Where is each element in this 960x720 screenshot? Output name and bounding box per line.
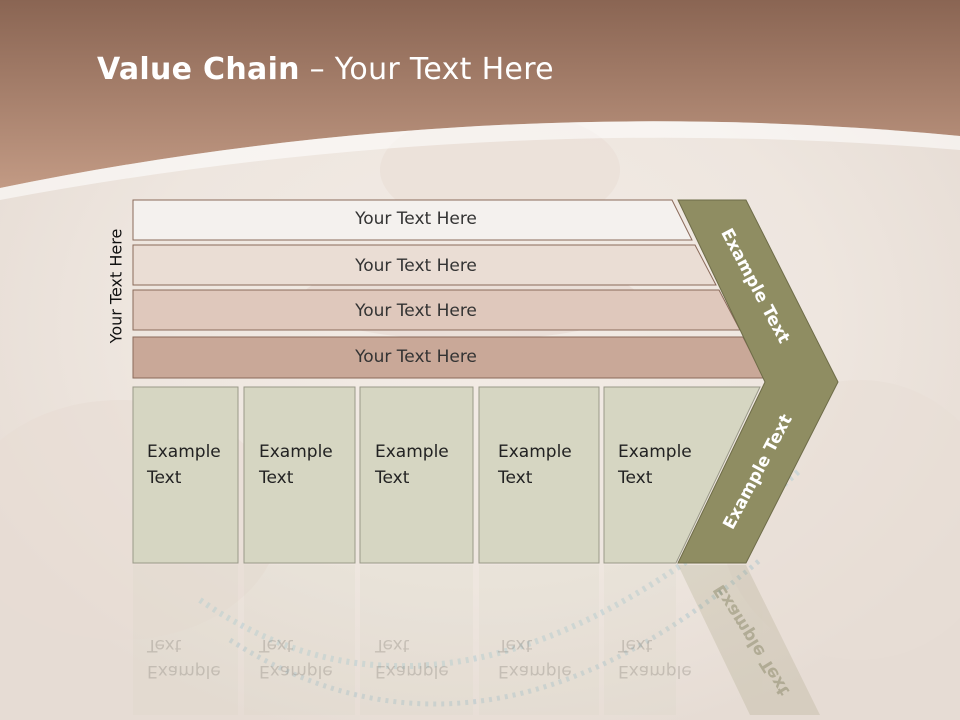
box-1 [132,386,239,564]
box-reflection-2-line1: Example [259,661,333,681]
box-reflection-1: Example Text [147,632,221,684]
box-4 [478,386,600,564]
box-label-5-line2: Text [618,468,653,488]
box-reflection-4-line2: Text [498,635,533,655]
box-label-1-line2: Text [147,468,182,488]
box-reflection-2: Example Text [259,632,333,684]
band-1 [132,199,693,241]
band-label-2: Your Text Here [355,256,477,276]
box-reflection-1-line1: Example [147,661,221,681]
band-label-3: Your Text Here [355,301,477,321]
box-label-2-line1: Example [259,442,333,462]
box-reflection-4: Example Text [498,632,572,684]
box-label-2-line2: Text [259,468,294,488]
box-label-4-line1: Example [498,442,572,462]
box-label-3-line2: Text [375,468,410,488]
chevron-arrow [677,199,839,564]
box-reflection-2-line2: Text [259,635,294,655]
box-reflection-4-line1: Example [498,661,572,681]
box-label-4-line2: Text [498,468,533,488]
box-3 [359,386,474,564]
box-label-3-line1: Example [375,442,449,462]
box-label-1-line1: Example [147,442,221,462]
slide-title: Value Chain – Your Text Here [97,52,554,87]
box-reflection-3: Example Text [375,632,449,684]
title-bold: Value Chain [97,52,300,87]
band-2 [132,244,717,286]
box-reflection-3-line1: Example [375,661,449,681]
title-rest: – Your Text Here [299,52,554,87]
box-reflection-5-line2: Text [618,635,653,655]
band-label-4: Your Text Here [355,347,477,367]
box-2 [243,386,356,564]
box-reflection-5-line1: Example [618,661,692,681]
box-reflection-5: Example Text [618,632,692,684]
box-label-5-line1: Example [618,442,692,462]
reflection-group [133,565,820,715]
box-reflection-3-line2: Text [375,635,410,655]
box-5 [603,386,761,564]
band-label-1: Your Text Here [355,209,477,229]
box-reflection-1-line2: Text [147,635,182,655]
